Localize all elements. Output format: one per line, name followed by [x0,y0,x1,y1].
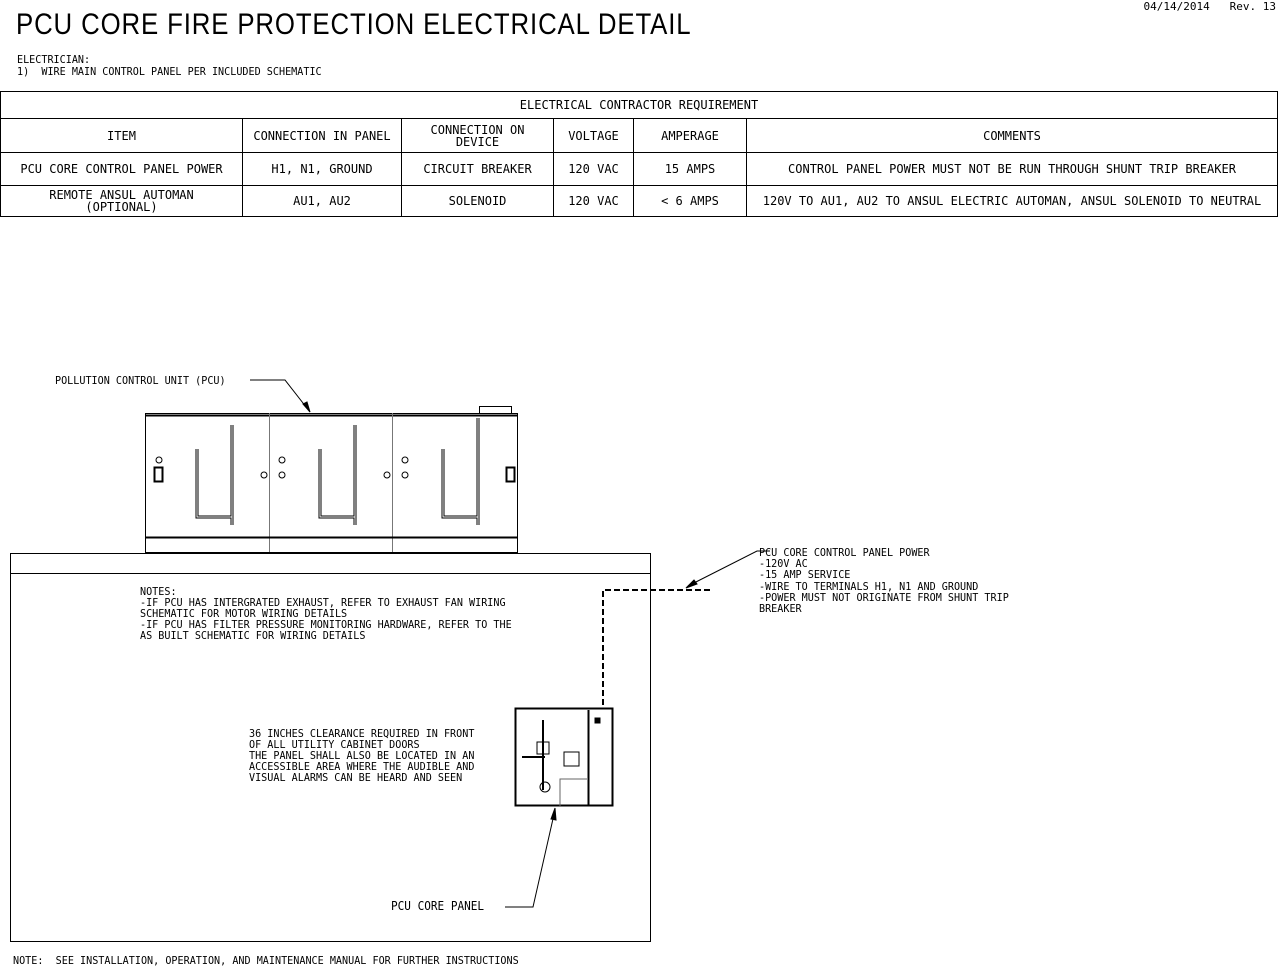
page-title: PCU CORE FIRE PROTECTION ELECTRICAL DETA… [16,8,692,41]
power-leader [685,550,770,589]
note-line: 36 INCHES CLEARANCE REQUIRED IN FRONT [249,727,475,740]
pcu-label: POLLUTION CONTROL UNIT (PCU) [55,374,226,387]
instruction-item: 1) WIRE MAIN CONTROL PANEL PER INCLUDED … [17,65,322,78]
table-title: ELECTRICAL CONTRACTOR REQUIREMENT [0,91,1278,119]
callout-line: PCU CORE CONTROL PANEL POWER [759,546,930,559]
column-header: AMPERAGE [633,118,747,153]
pcu-unit [145,406,518,553]
panel-label: PCU CORE PANEL [391,899,485,913]
footer-note: NOTE: SEE INSTALLATION, OPERATION, AND M… [13,954,519,967]
cell: 15 AMPS [633,152,747,186]
callout-line: BREAKER [759,602,802,615]
cell: PCU CORE CONTROL PANEL POWER [0,152,243,186]
room-outline [10,553,651,942]
cell: REMOTE ANSUL AUTOMAN (OPTIONAL) [0,185,243,217]
cell: H1, N1, GROUND [242,152,402,186]
note-line: ACCESSIBLE AREA WHERE THE AUDIBLE AND [249,760,475,773]
panel-leader [505,807,557,908]
column-header: COMMENTS [746,118,1278,153]
revision: Rev. 13 [1229,0,1276,13]
note-line: SCHEMATIC FOR MOTOR WIRING DETAILS [140,607,348,620]
date: 04/14/2014 [1143,0,1210,13]
note-line: VISUAL ALARMS CAN BE HEARD AND SEEN [249,771,463,784]
requirements-table: ELECTRICAL CONTRACTOR REQUIREMENT ITEM C… [0,91,1278,217]
note-line: -IF PCU HAS INTERGRATED EXHAUST, REFER T… [140,596,506,609]
cell: AU1, AU2 [242,185,402,217]
cell: 120 VAC [553,152,634,186]
callout-line: -15 AMP SERVICE [759,568,851,581]
note-line: OF ALL UTILITY CABINET DOORS [249,738,420,751]
table-row: REMOTE ANSUL AUTOMAN (OPTIONAL) AU1, AU2… [0,185,1278,217]
note-line: NOTES: [140,585,177,598]
revision-info: 04/14/2014 Rev. 13 [1144,0,1276,13]
note-line: -IF PCU HAS FILTER PRESSURE MONITORING H… [140,618,512,631]
cell: 120V TO AU1, AU2 TO ANSUL ELECTRIC AUTOM… [746,185,1278,217]
cell: CIRCUIT BREAKER [401,152,554,186]
instructions-heading: ELECTRICIAN: [17,53,91,66]
cell: < 6 AMPS [633,185,747,217]
note-line: THE PANEL SHALL ALSO BE LOCATED IN AN [249,749,475,762]
pcu-leader [250,379,311,413]
callout-line: -WIRE TO TERMINALS H1, N1 AND GROUND [759,580,979,593]
column-header: VOLTAGE [553,118,634,153]
callout-line: -POWER MUST NOT ORIGINATE FROM SHUNT TRI… [759,591,1009,604]
cell: SOLENOID [401,185,554,217]
callout-line: -120V AC [759,557,808,570]
cell: 120 VAC [553,185,634,217]
table-row: PCU CORE CONTROL PANEL POWER H1, N1, GRO… [0,152,1278,186]
column-header: ITEM [0,118,243,153]
power-conduit [602,589,710,705]
note-line: AS BUILT SCHEMATIC FOR WIRING DETAILS [140,629,366,642]
pcu-core-panel [514,707,614,807]
